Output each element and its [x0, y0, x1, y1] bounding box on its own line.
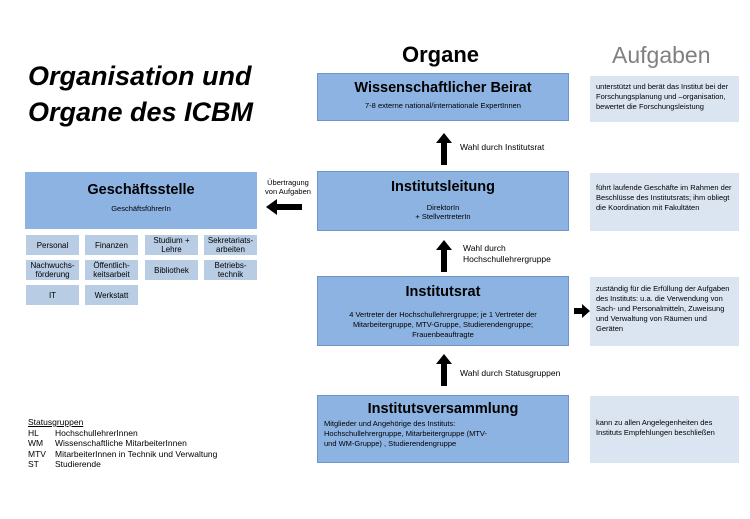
arrow1-label: Wahl durch Institutsrat: [460, 142, 545, 152]
legend-row: HL HochschullehrerInnen: [28, 428, 217, 439]
beirat-subtitle: 7-8 externe national/internationale Expe…: [365, 101, 521, 110]
column-heading-organe: Organe: [402, 42, 480, 67]
legend-abbrev: HL: [28, 427, 39, 438]
rat-task: zuständig für die Erfüllung der Aufgaben…: [590, 277, 739, 346]
geschaeftsstelle-box: Geschäftsstelle GeschäftsführerIn: [25, 172, 257, 229]
geschaeftsstelle-subtitle: GeschäftsführerIn: [111, 204, 171, 213]
geschaeftsstelle-title: Geschäftsstelle: [87, 182, 195, 198]
arrow2-label: Wahl durch Hochschullehrergruppe: [463, 243, 551, 264]
versammlung-subtitle: Mitglieder und Angehörige des Instituts:…: [324, 419, 487, 448]
page-title: Organisation und Organe des ICBM: [28, 58, 308, 130]
arrow3-label: Wahl durch Statusgruppen: [460, 368, 561, 378]
legend-text: Studierende: [55, 459, 101, 469]
arrow-right-icon: [574, 304, 590, 318]
title-line-1: Organisation und: [28, 61, 252, 91]
legend-text: Wissenschaftliche MitarbeiterInnen: [55, 438, 187, 448]
column-heading-aufgaben: Aufgaben: [612, 42, 711, 68]
legend-row: MTV MitarbeiterInnen in Technik und Verwa…: [28, 449, 217, 460]
legend-abbrev: MTV: [28, 448, 46, 459]
uebertragung-label: Übertragung von Aufgaben: [265, 178, 311, 196]
unit-finanzen: Finanzen: [85, 235, 138, 255]
title-line-2: Organe des ICBM: [28, 97, 254, 127]
unit-it: IT: [26, 285, 79, 305]
unit-personal: Personal: [26, 235, 79, 255]
arrow-up-icon: [436, 240, 452, 272]
legend-text: HochschullehrerInnen: [55, 427, 138, 438]
leitung-subtitle-2: + StellvertreterIn: [415, 212, 471, 221]
rat-title: Institutsrat: [405, 284, 481, 300]
versammlung-box: Institutsversammlung Mitglieder und Ange…: [317, 395, 569, 463]
leitung-box: Institutsleitung DirektorIn + Stellvertr…: [317, 171, 569, 231]
unit-werkstatt: Werkstatt: [85, 285, 138, 305]
versammlung-task: kann zu allen Angelegenheiten des Instit…: [590, 396, 739, 463]
beirat-title: Wissenschaftlicher Beirat: [354, 80, 532, 96]
rat-subtitle: 4 Vertreter der Hochschullehrergruppe; j…: [349, 310, 537, 339]
versammlung-title: Institutsversammlung: [367, 401, 519, 417]
leitung-title: Institutsleitung: [391, 179, 495, 195]
beirat-task: unterstützt und berät das Institut bei d…: [590, 76, 739, 122]
beirat-box: Wissenschaftlicher Beirat 7-8 externe na…: [317, 73, 569, 121]
legend-row: WM Wissenschaftliche MitarbeiterInnen: [28, 438, 217, 449]
legend-row: ST Studierende: [28, 459, 217, 470]
leitung-subtitle-1: DirektorIn: [426, 203, 460, 212]
arrow-up-icon: [436, 354, 452, 386]
arrow-up-icon: [436, 133, 452, 165]
unit-studium-lehre: Studium + Lehre: [145, 235, 198, 255]
unit-bibliothek: Bibliothek: [145, 260, 198, 280]
leitung-task: führt laufende Geschäfte im Rahmen der B…: [590, 173, 739, 231]
unit-sekretariatsarbeiten: Sekretariats-arbeiten: [204, 235, 257, 255]
legend-abbrev: WM: [28, 438, 44, 448]
unit-nachwuchsfoerderung: Nachwuchs-förderung: [26, 260, 79, 280]
unit-betriebstechnik: Betriebs-technik: [204, 260, 257, 280]
legend-text: MitarbeiterInnen in Technik und Verwaltu…: [55, 448, 218, 459]
legend-abbrev: ST: [28, 459, 39, 469]
arrow-left-icon: [266, 199, 302, 215]
rat-box: Institutsrat 4 Vertreter der Hochschulle…: [317, 276, 569, 346]
unit-oeffentlichkeitsarbeit: Öffentlich-keitsarbeit: [85, 260, 138, 280]
legend-heading: Statusgruppen: [28, 417, 84, 427]
